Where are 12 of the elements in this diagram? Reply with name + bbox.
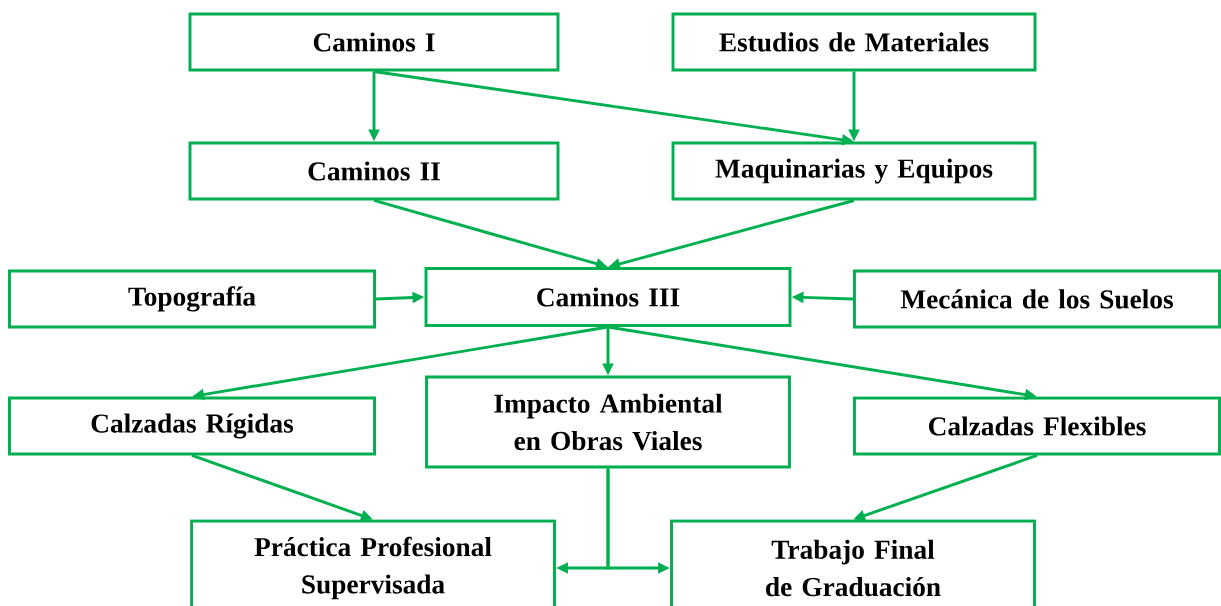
course-box: Calzadas Flexibles <box>853 396 1221 456</box>
course-box: Caminos I <box>188 12 560 72</box>
course-box: Maquinarias y Equipos <box>671 141 1037 201</box>
course-box: Calzadas Rígidas <box>8 396 376 456</box>
course-box: Caminos II <box>188 141 560 201</box>
course-box: Estudios de Materiales <box>671 12 1037 72</box>
course-box: Topografía <box>8 269 376 329</box>
course-box: Impacto Ambiental en Obras Viales <box>425 375 791 469</box>
course-box: Práctica Profesional Supervisada <box>190 519 556 606</box>
course-box: Caminos III <box>424 267 792 327</box>
course-box: Mecánica de los Suelos <box>853 269 1221 329</box>
course-box: Trabajo Final de Graduación <box>670 519 1036 606</box>
